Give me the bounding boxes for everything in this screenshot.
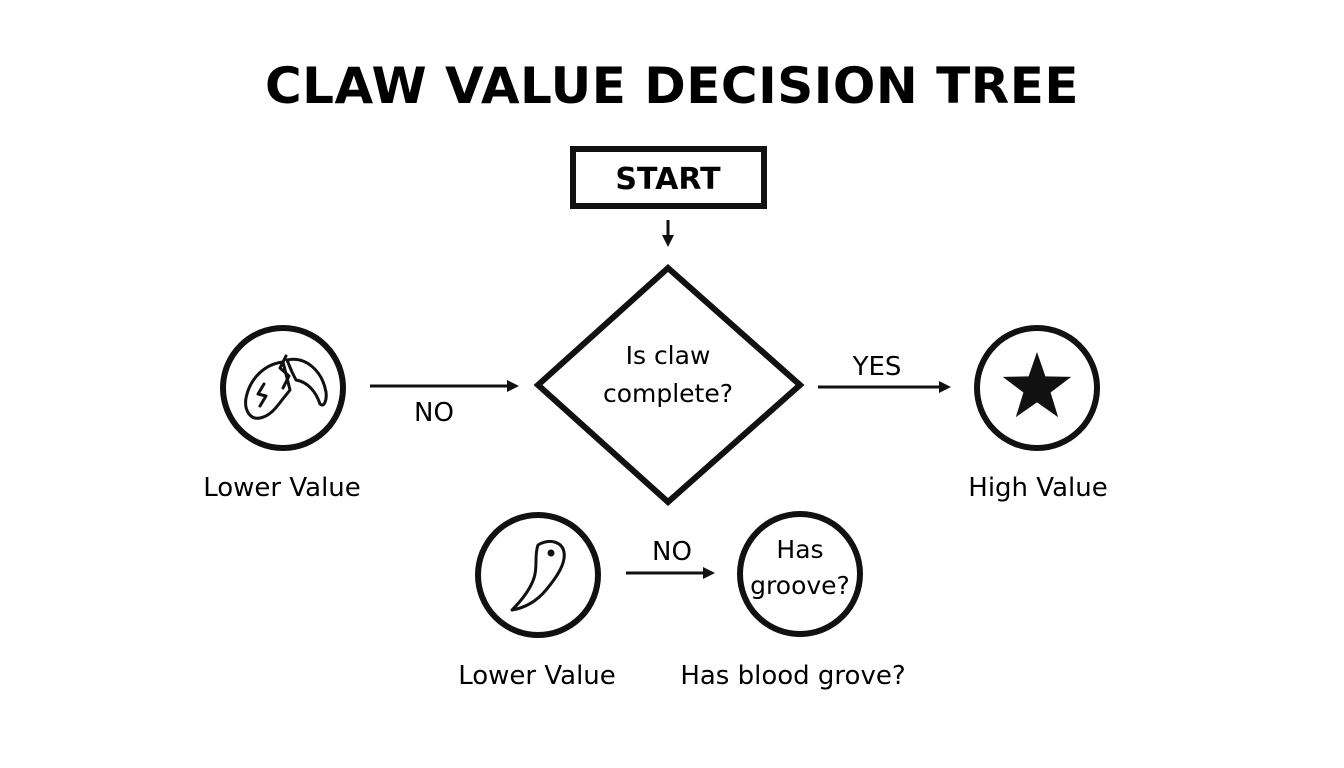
groove-caption: Has blood grove? bbox=[680, 661, 905, 691]
groove-circle bbox=[737, 511, 863, 637]
yes-label: YES bbox=[852, 352, 902, 382]
start-node: START bbox=[570, 146, 767, 209]
lower-value-claw-circle bbox=[475, 512, 601, 638]
no-bottom-label: NO bbox=[652, 537, 692, 567]
question-node: Is claw complete? bbox=[533, 263, 805, 507]
question-line-2: complete? bbox=[603, 379, 733, 408]
groove-line-1: Has bbox=[776, 535, 823, 564]
start-box bbox=[570, 146, 767, 209]
broken-claw-icon bbox=[244, 354, 328, 420]
lower-value-broken-label: Lower Value bbox=[203, 473, 361, 503]
no-left-label: NO bbox=[414, 398, 454, 428]
diagram-title: CLAW VALUE DECISION TREE bbox=[265, 57, 1079, 115]
groove-node: Has groove? Has blood grove? bbox=[680, 511, 906, 691]
high-value-label: High Value bbox=[968, 473, 1107, 503]
start-label: START bbox=[615, 162, 721, 197]
groove-line-2: groove? bbox=[750, 571, 850, 600]
lower-value-claw-node: Lower Value bbox=[458, 512, 616, 691]
lower-value-claw-label: Lower Value bbox=[458, 661, 616, 691]
question-diamond bbox=[533, 263, 805, 507]
high-value-node: High Value bbox=[968, 325, 1108, 503]
star-icon bbox=[1002, 352, 1072, 418]
lower-value-broken-node: Lower Value bbox=[203, 325, 361, 503]
claw-icon bbox=[510, 540, 566, 612]
question-line-1: Is claw bbox=[626, 341, 711, 370]
